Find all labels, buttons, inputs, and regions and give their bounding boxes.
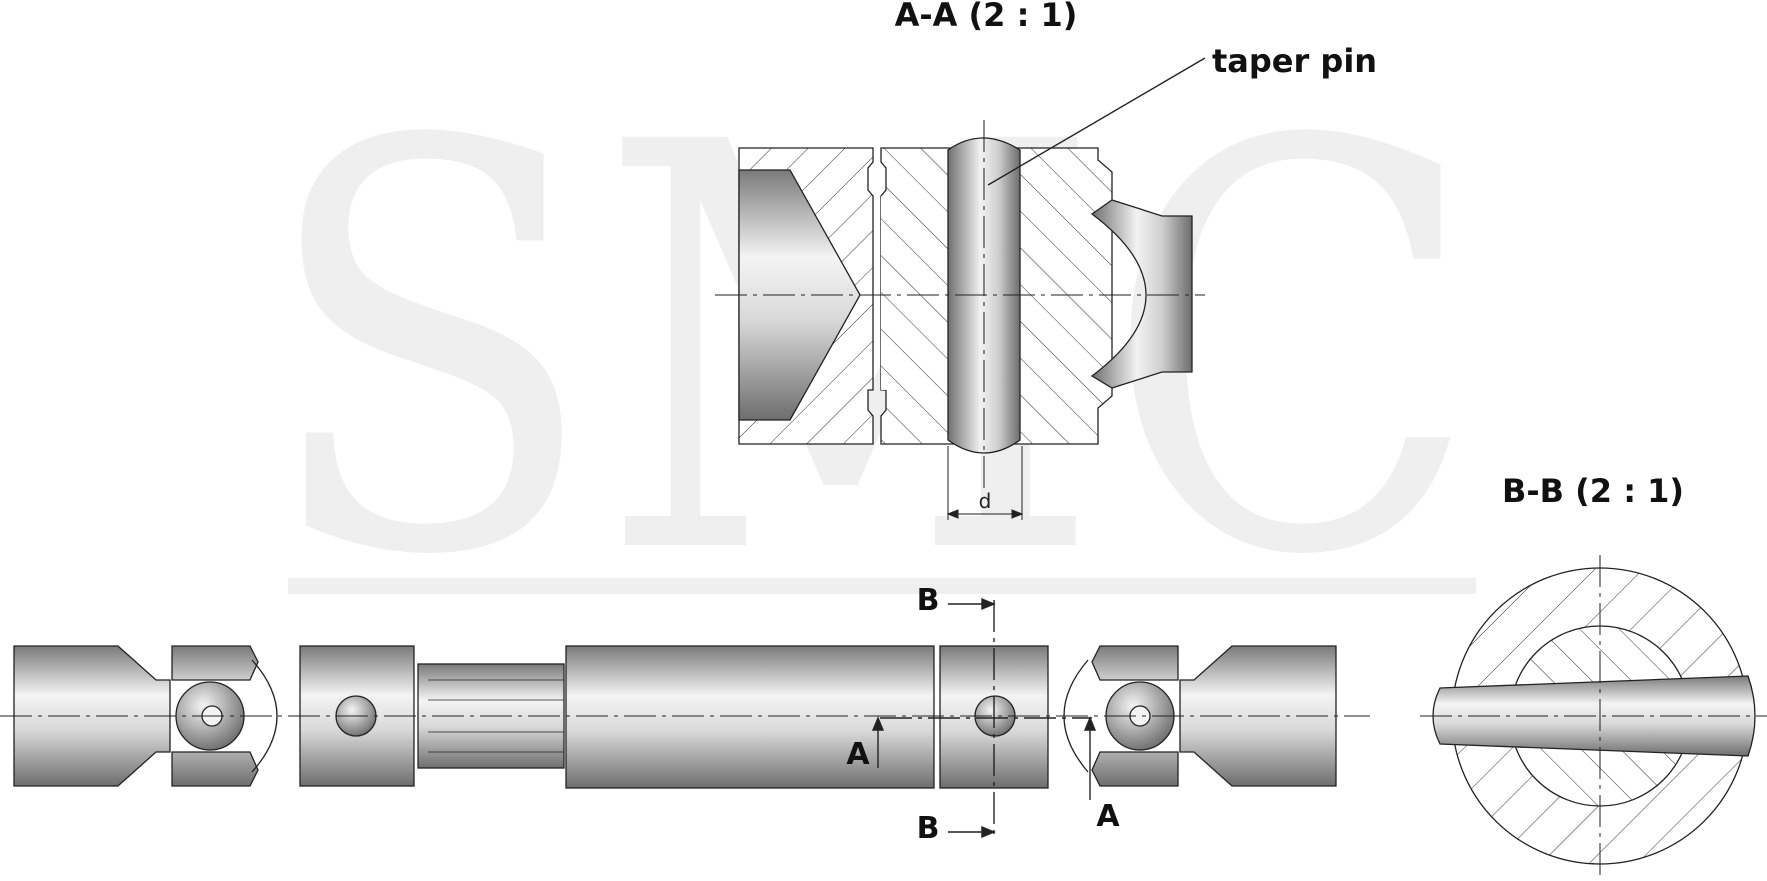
dimension-d-label: d [979, 489, 992, 513]
cut-line-aa [871, 716, 1097, 800]
dimension-d [946, 446, 1024, 520]
cut-mark-a-left: A [846, 737, 870, 772]
right-fork [1091, 645, 1179, 787]
left-fork [171, 645, 259, 787]
section-bb-title: B-B (2 : 1) [1502, 472, 1684, 510]
section-bb-view [1420, 555, 1767, 878]
cut-mark-b-top: B [917, 583, 940, 618]
telescopic-shaft-assembly [0, 645, 1370, 789]
section-aa-right-cavity [1090, 199, 1193, 389]
left-yoke-end [13, 645, 171, 787]
taper-pin-leader-line [987, 57, 1206, 186]
section-aa-view [715, 120, 1205, 490]
cut-mark-a-right: A [1096, 799, 1120, 834]
cut-mark-b-bottom: B [917, 811, 940, 846]
main-tube [565, 645, 935, 789]
section-aa-title: A-A (2 : 1) [895, 0, 1078, 34]
taper-pin-callout: taper pin [1212, 42, 1377, 80]
cut-line-bb [948, 597, 996, 839]
section-aa-left-cavity [738, 169, 861, 421]
watermark-bar [288, 578, 1476, 594]
